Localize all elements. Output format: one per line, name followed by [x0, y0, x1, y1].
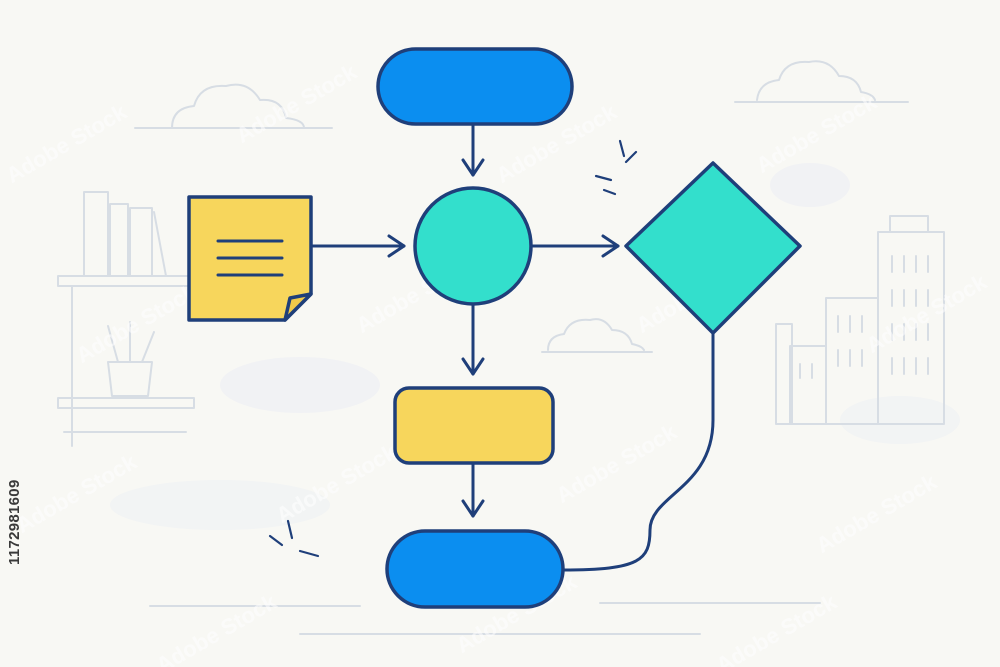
pencil-cup-icon: [107, 361, 153, 397]
watermark-text: Adobe Stock: [712, 589, 842, 667]
watermark-text: Adobe Stock: [552, 419, 682, 508]
background-art: [57, 60, 960, 635]
background-blob: [770, 163, 850, 207]
book-icon: [83, 191, 109, 277]
connectors: [311, 122, 715, 572]
background-blob: [110, 480, 330, 530]
hub-connector-circle: [413, 186, 533, 306]
edge-decision-to-end: [561, 332, 715, 572]
book-icon: [153, 211, 167, 277]
background-blob: [840, 396, 960, 444]
watermark-text: Adobe Stock: [12, 449, 142, 538]
arrowhead: [461, 357, 485, 376]
note-document-fold: [283, 292, 313, 322]
building-roof: [889, 215, 929, 233]
cloud-icon: [547, 318, 645, 351]
decision-diamond: [624, 161, 802, 335]
start-terminator: [376, 47, 574, 126]
watermark-text: Adobe Stock: [862, 269, 992, 358]
pencil-icon: [107, 321, 155, 363]
watermark-text: Adobe Stock: [812, 469, 942, 558]
arrowhead: [461, 499, 485, 518]
arrowhead: [461, 158, 485, 177]
nodes: [187, 47, 802, 609]
building-icon: [775, 323, 793, 425]
watermark-text: Adobe Stock: [272, 439, 402, 528]
process-box: [393, 386, 555, 465]
background-blob: [220, 357, 380, 413]
book-icon: [129, 207, 153, 277]
watermark-text: Adobe Stock: [232, 59, 362, 148]
watermark-text: Adobe Stock: [152, 589, 282, 667]
watermark-text: Adobe Stock: [2, 99, 132, 188]
building-icon: [789, 345, 827, 425]
spark-accents: [268, 139, 638, 558]
shelf: [57, 275, 191, 287]
cloud-icon: [756, 60, 876, 101]
arrowhead: [387, 234, 406, 258]
sparkle-icon: [594, 139, 638, 196]
cloud-icon: [171, 83, 305, 129]
shelf: [57, 397, 195, 409]
watermark-text: Adobe Stock: [72, 279, 202, 368]
end-terminator: [385, 529, 565, 609]
sparkle-icon: [268, 519, 320, 558]
book-icon: [109, 203, 129, 277]
arrowhead: [601, 234, 620, 258]
stock-image-id: 1172981609: [6, 479, 23, 565]
note-document: [187, 195, 313, 322]
building-windows: [799, 255, 929, 379]
